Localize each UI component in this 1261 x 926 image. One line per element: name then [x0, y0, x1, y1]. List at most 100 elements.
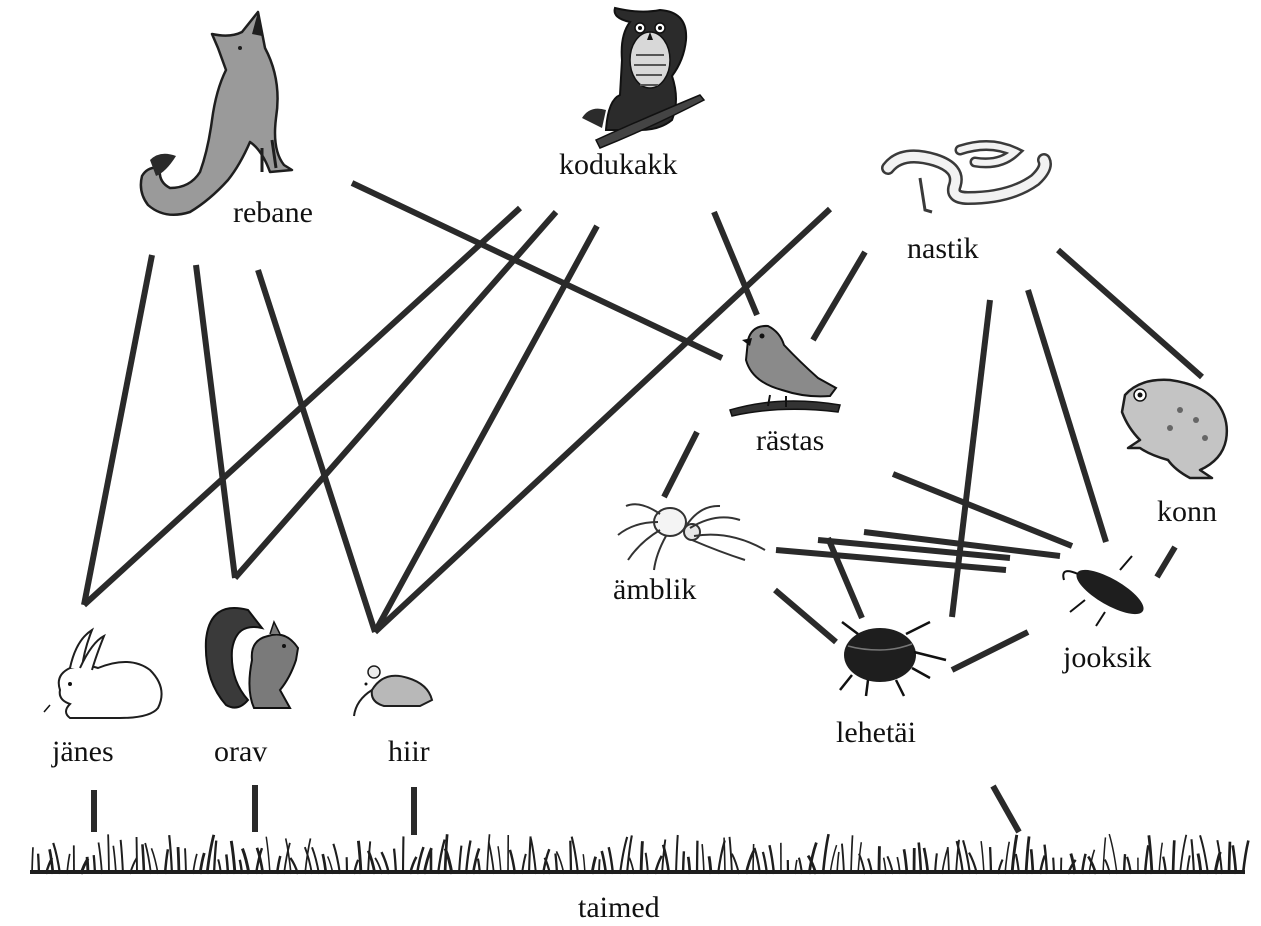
grass-blade: [661, 839, 667, 875]
label-mouse: hiir: [388, 735, 430, 768]
grass-blade: [598, 859, 601, 875]
grass-blade: [625, 835, 633, 875]
grass-blade: [836, 851, 840, 875]
grass-blade: [1080, 853, 1087, 875]
grass-blade: [255, 847, 265, 875]
grass-blade: [356, 840, 363, 875]
grass-blade: [996, 859, 1004, 875]
link-leafbeetle-groundbeetle-2: [863, 529, 1061, 559]
grass-blade: [476, 858, 482, 875]
grass-blade: [408, 856, 418, 875]
grass-blade: [487, 842, 495, 875]
grass-blade: [112, 845, 117, 875]
grass-blade: [168, 835, 174, 875]
label-ground-beetle: jooksik: [1062, 641, 1151, 674]
grass-blade: [52, 842, 62, 875]
grass-blade: [1029, 849, 1035, 875]
grass-blade: [380, 851, 391, 875]
grass-blade: [527, 836, 532, 875]
grass-blade: [968, 852, 979, 875]
grass-blade: [36, 853, 41, 875]
grass-blade: [366, 850, 377, 875]
grass-blade: [66, 853, 71, 875]
link-leafbeetle-spider: [773, 587, 838, 645]
label-owl: kodukakk: [559, 148, 677, 181]
grass-blade: [1104, 859, 1111, 875]
grass-blade: [1087, 855, 1098, 875]
grass-blade: [1241, 840, 1250, 875]
label-spider: ämblik: [613, 573, 696, 606]
grass-blade: [886, 855, 894, 875]
grass-blade: [265, 836, 271, 875]
grass-blade: [1231, 845, 1238, 875]
grass-blade: [946, 847, 950, 875]
grass-blade: [1190, 839, 1196, 875]
grass-blade: [212, 840, 218, 875]
grass-blade: [198, 852, 206, 875]
grass-blade: [829, 844, 838, 875]
grass-blade: [858, 853, 866, 875]
grass-blade: [639, 841, 644, 875]
grass-blade: [415, 846, 425, 875]
grass-blade: [192, 853, 198, 875]
grass-blade: [686, 856, 692, 875]
grass-blade: [628, 857, 635, 875]
grass-blade: [1122, 854, 1127, 875]
grass-blade: [217, 859, 222, 875]
grass-blade: [933, 853, 938, 875]
grass-blade: [1179, 834, 1188, 875]
grass-blade: [1010, 834, 1019, 875]
grass-blade: [1186, 855, 1191, 875]
grass-blade: [1227, 841, 1232, 875]
grass-blade: [962, 840, 972, 875]
grass-blade: [374, 857, 383, 875]
grass-blade: [922, 847, 930, 875]
grass-blade: [1004, 841, 1011, 875]
grass-blade: [85, 856, 90, 875]
grass-blade: [97, 842, 103, 875]
food-web-links: [81, 180, 1204, 835]
grass-blade: [661, 844, 671, 875]
grass-blade: [529, 838, 537, 875]
grass-blade: [980, 841, 985, 875]
grass-blade: [794, 859, 798, 875]
grass-blade: [850, 835, 854, 875]
grass-blade: [1102, 837, 1107, 875]
grass-blade: [555, 851, 565, 875]
grass-blade: [119, 839, 124, 875]
link-squirrel-owl: [232, 210, 559, 580]
grass-blade: [163, 849, 170, 875]
grass-blade: [352, 859, 360, 875]
grass-blade: [464, 840, 472, 875]
grass-blade: [675, 834, 679, 875]
grass-blade: [1126, 856, 1133, 875]
grass-blade: [1069, 853, 1077, 875]
label-plants: taimed: [578, 891, 660, 924]
grass-blade: [582, 854, 586, 875]
grass-blade: [471, 848, 481, 875]
grass-blade: [275, 855, 282, 875]
grass-blade: [644, 852, 649, 875]
grass-blade: [1162, 856, 1168, 875]
grass-blade: [1158, 842, 1164, 875]
grass-blade: [728, 836, 733, 875]
grass-blade: [753, 847, 762, 875]
grass-blade: [332, 843, 342, 875]
grass-blade: [283, 842, 291, 875]
mouse-icon: [353, 665, 434, 717]
grass-blade: [392, 848, 398, 875]
link-spider-thrush: [661, 430, 700, 499]
spider-icon: [617, 503, 766, 571]
link-groundbeetle-snake: [1025, 289, 1109, 543]
grass-blade: [205, 834, 216, 875]
grass-blade: [48, 849, 55, 875]
grass-blade: [254, 847, 264, 875]
link-groundbeetle-spider: [775, 547, 1007, 573]
link-thrush-fox: [350, 180, 724, 361]
grass-blade: [543, 857, 552, 875]
label-snake: nastik: [907, 232, 979, 265]
grass-blade: [569, 840, 573, 875]
grass-blade: [797, 857, 804, 875]
grass-blade: [821, 833, 830, 875]
grass-blade: [723, 837, 726, 875]
